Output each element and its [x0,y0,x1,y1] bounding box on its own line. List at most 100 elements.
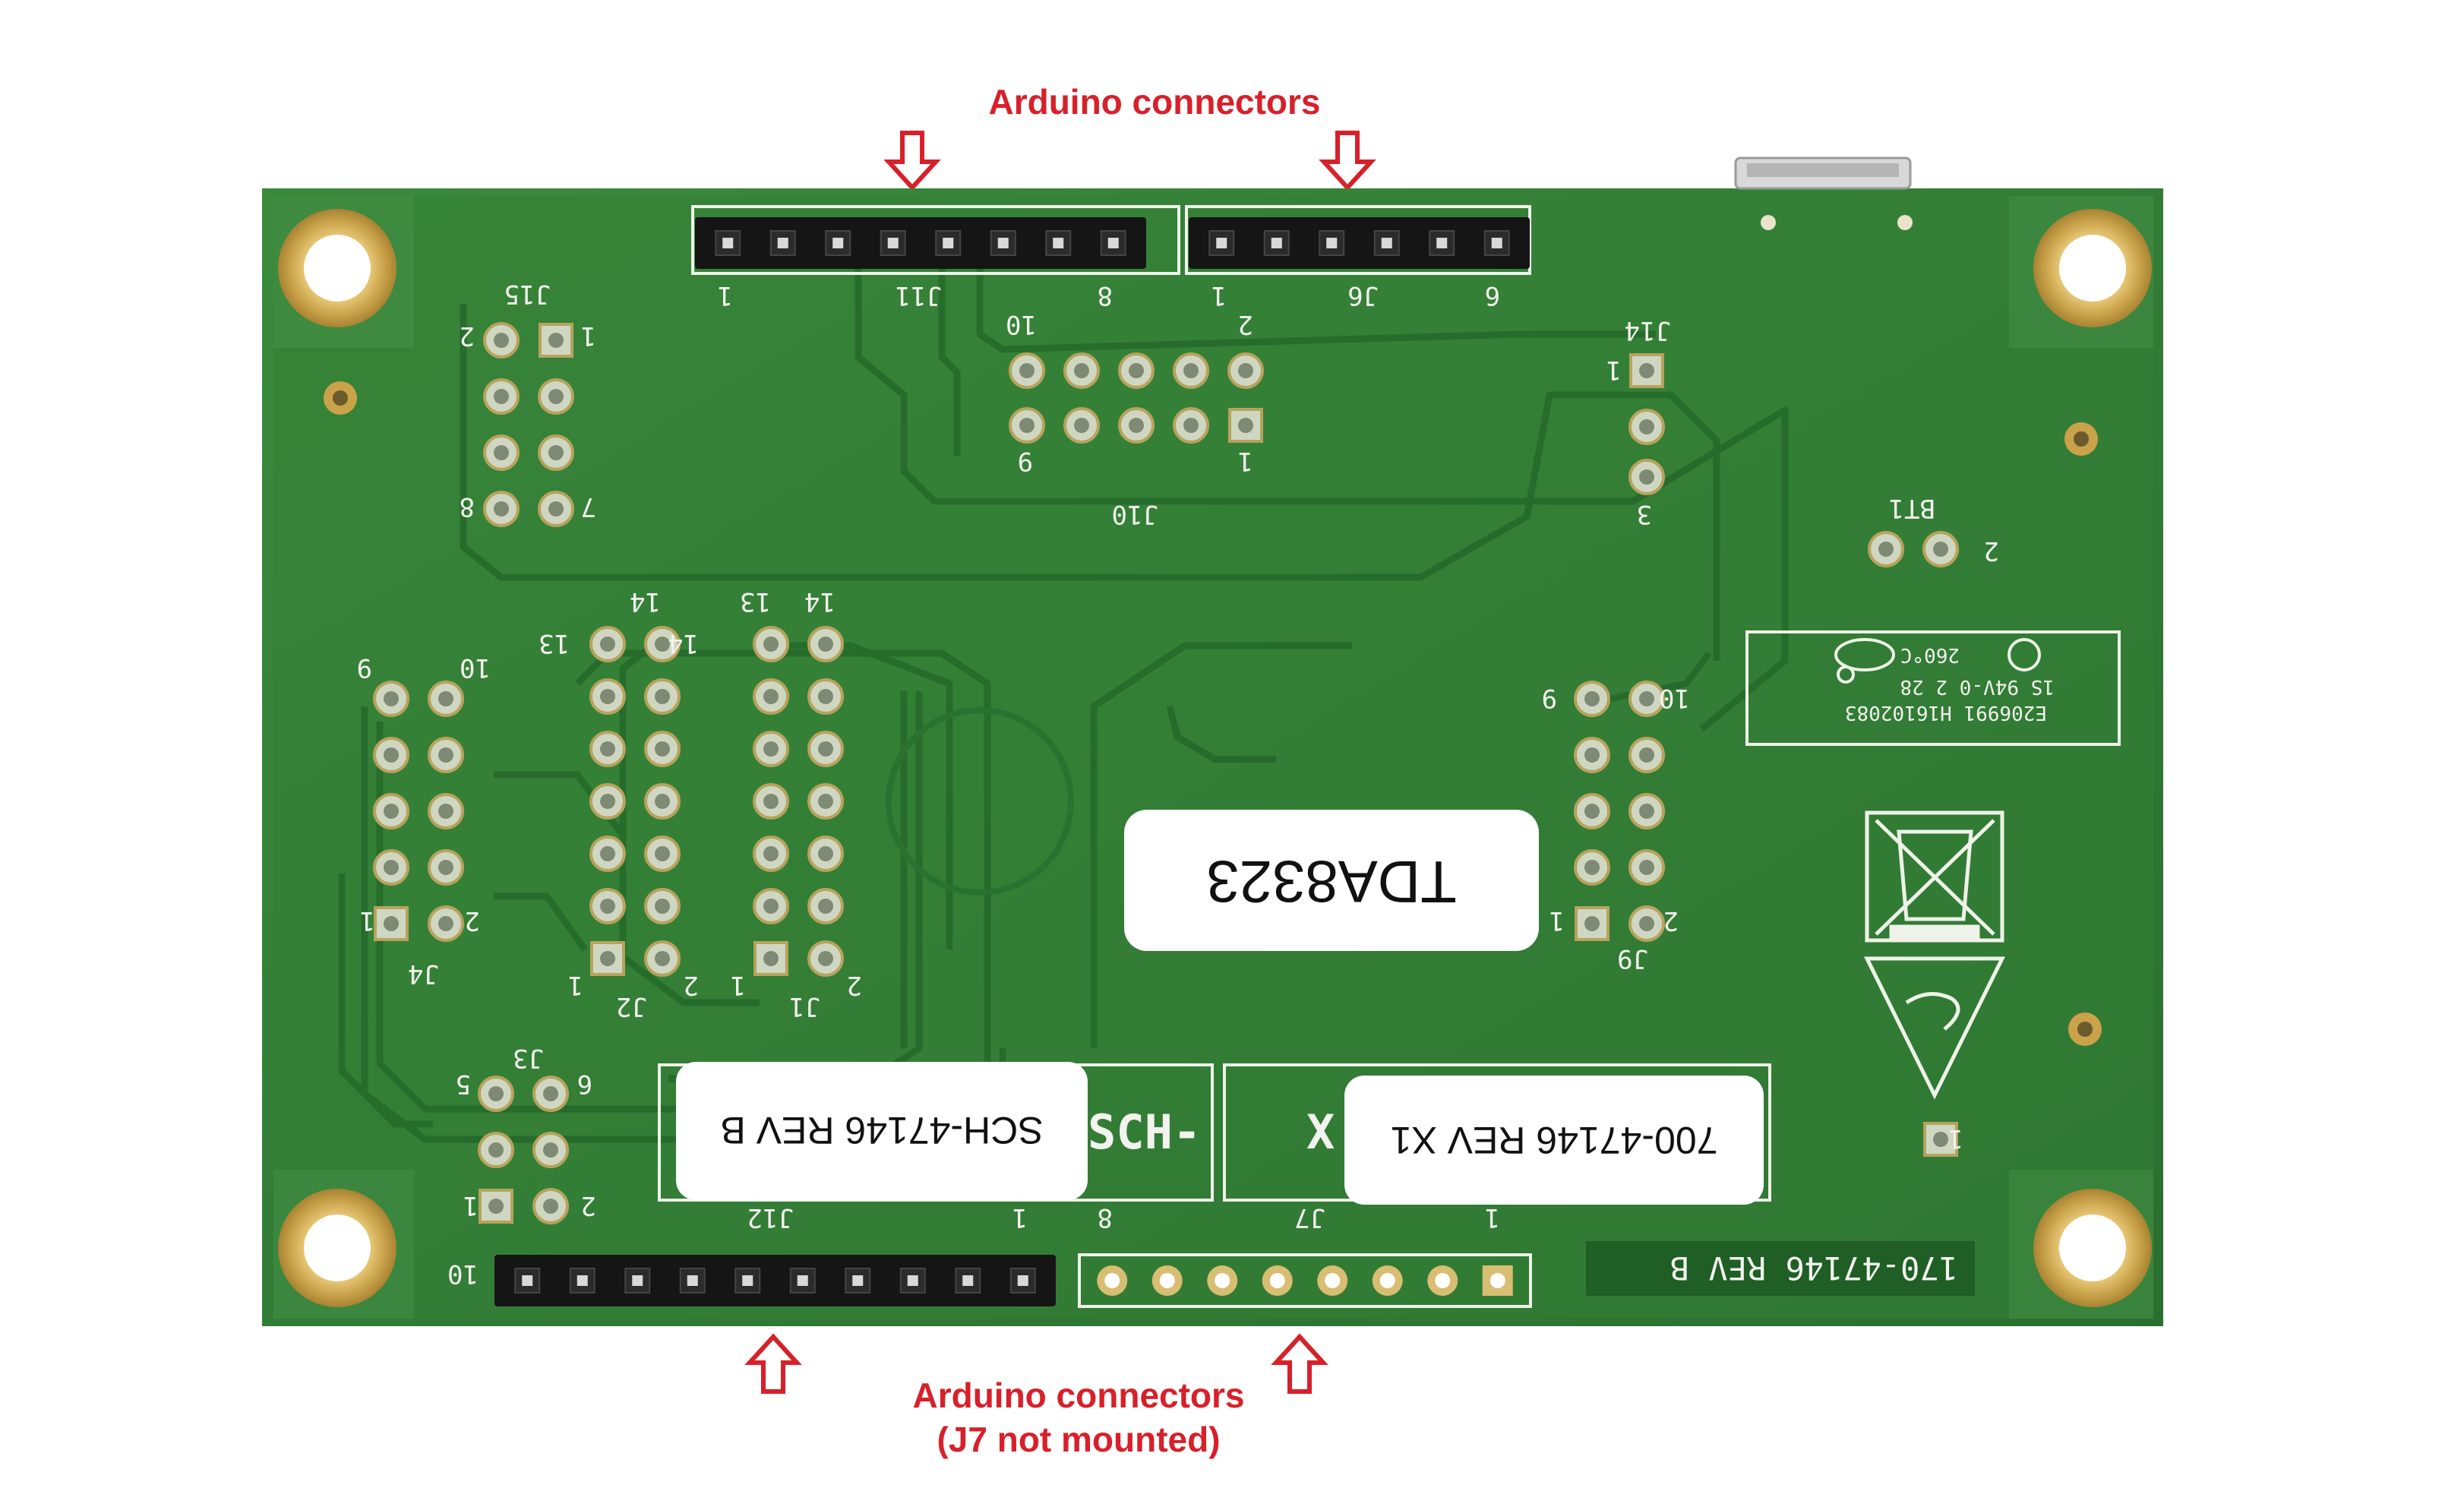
j6-header-housing [1189,217,1530,269]
j3-pin-5: 5 [456,1069,471,1099]
bt1-label: BT1 [1889,493,1935,523]
pad-hole [1183,418,1199,433]
pad-hole [548,501,564,516]
pad-hole [543,1086,558,1101]
pad-hole [1238,418,1253,433]
pad-hole [1584,916,1600,931]
pad-hole [763,899,779,914]
pad-hole [818,637,833,652]
bottom-arduino-label: Arduino connectors (J7 not mounted) [775,1373,1382,1461]
j12-header-pin-tip [1017,1275,1028,1286]
mounting-hole [278,209,396,327]
j2-pin-2: 2 [684,970,699,1000]
pad-hole [1639,804,1654,819]
part-number-block: 170-47146 REV B [1586,1241,1975,1296]
pad-hole [438,804,453,819]
pad-hole [1019,418,1035,433]
j6-header-pin-tip [1381,238,1392,248]
j11-header-pin-tip [1053,238,1064,248]
pad-hole [488,1086,504,1101]
j12-pin-first: 1 [1012,1202,1028,1233]
j4-pin-10: 10 [460,652,491,683]
j14-pin-1: 1 [1606,355,1622,385]
pad-hole [600,899,615,914]
pad-hole [655,951,670,966]
pad-hole [763,951,779,966]
j3-pin-1: 1 [463,1190,479,1221]
pad-hole [1238,363,1253,378]
j11-header-pin-tip [777,238,788,248]
j12-header-pin-tip [852,1275,864,1286]
pad-hole [1933,542,1948,557]
j9-pin-9: 9 [1542,683,1557,713]
pad-hole [1584,804,1600,819]
board-ring-mark [886,707,1074,896]
pad-hole [655,899,670,914]
connector-1-pin-1: 1 [1948,1123,1963,1154]
bottom-label-line1: Arduino connectors [912,1376,1245,1415]
j9-pin-2: 2 [1663,905,1679,936]
pad-hole [384,916,399,931]
j4-pin-9: 9 [357,652,372,683]
pad-hole [1183,363,1199,378]
pad-hole [494,389,509,404]
pad-hole [763,794,779,809]
mounting-holes [278,209,2152,1307]
pad-hole [818,741,833,757]
top-arduino-label: Arduino connectors [988,82,1321,122]
pad-hole [1639,747,1654,763]
pad-hole [600,689,615,704]
j10-label: J10 [1112,499,1158,529]
ul-mark-icon [1834,638,2041,684]
j1-pin-14b: 14 [668,628,699,659]
pad-hole [655,741,670,757]
j15-label: J15 [504,279,551,309]
j11-header-pin-tip [943,238,954,248]
pad-hole [494,501,509,516]
j11-header-pin-tip [1107,238,1119,248]
j15-pin-7: 7 [581,491,596,522]
x-partial-label: X [1306,1104,1335,1160]
silkscreen-labels: 1 J11 8 1 J6 6 J12 1 10 8 J7 1 J15 1 2 7… [357,279,2055,1289]
pad-hole [818,794,833,809]
j11-header-pin-tip [887,238,899,248]
j12-header-pin-tip [962,1275,974,1286]
pad-hole [1074,418,1089,433]
pad-hole [818,846,833,861]
j7-footprint-hole [1325,1273,1341,1288]
j1-pin-1: 1 [731,970,746,1000]
j11-header-pin-tip [997,238,1009,248]
up-arrow-icon [744,1333,802,1394]
pad-hole [494,445,509,460]
part-number: 170-47146 REV B [1670,1249,1958,1287]
pad-hole [763,637,779,652]
j6-header-pin-tip [1271,238,1282,248]
pcb-board: 1 J11 8 1 J6 6 J12 1 10 8 J7 1 J15 1 2 7… [262,156,2163,1326]
pad-hole [1639,419,1654,434]
j6-label: J6 [1347,280,1379,311]
pad-hole [1129,363,1144,378]
pad-hole [548,445,564,460]
pad-hole [655,689,670,704]
pad-hole [543,1142,558,1158]
j11-header-housing [695,217,1146,269]
pad-hole [655,794,670,809]
j2-pin-13: 13 [539,628,570,659]
j9-pin-1: 1 [1549,905,1565,936]
pad-hole [384,804,399,819]
pad-hole [438,691,453,706]
pad-hole [1933,1132,1948,1147]
j10-pin-2: 2 [1238,309,1253,340]
j7-label: J7 [1294,1202,1325,1233]
weee-bin-icon [1865,810,2004,943]
pad-hole [438,916,453,931]
j9-label: J9 [1617,943,1648,974]
ul-marking-line1: E206991 H16102083 [1845,701,2047,724]
j11-pin-last: 8 [1098,280,1113,311]
down-arrow-icon [1319,131,1376,191]
j2-pin-14: 14 [630,586,661,617]
pad-hole [384,747,399,763]
pad-hole [1639,691,1654,706]
j7-footprint-hole [1379,1273,1395,1288]
